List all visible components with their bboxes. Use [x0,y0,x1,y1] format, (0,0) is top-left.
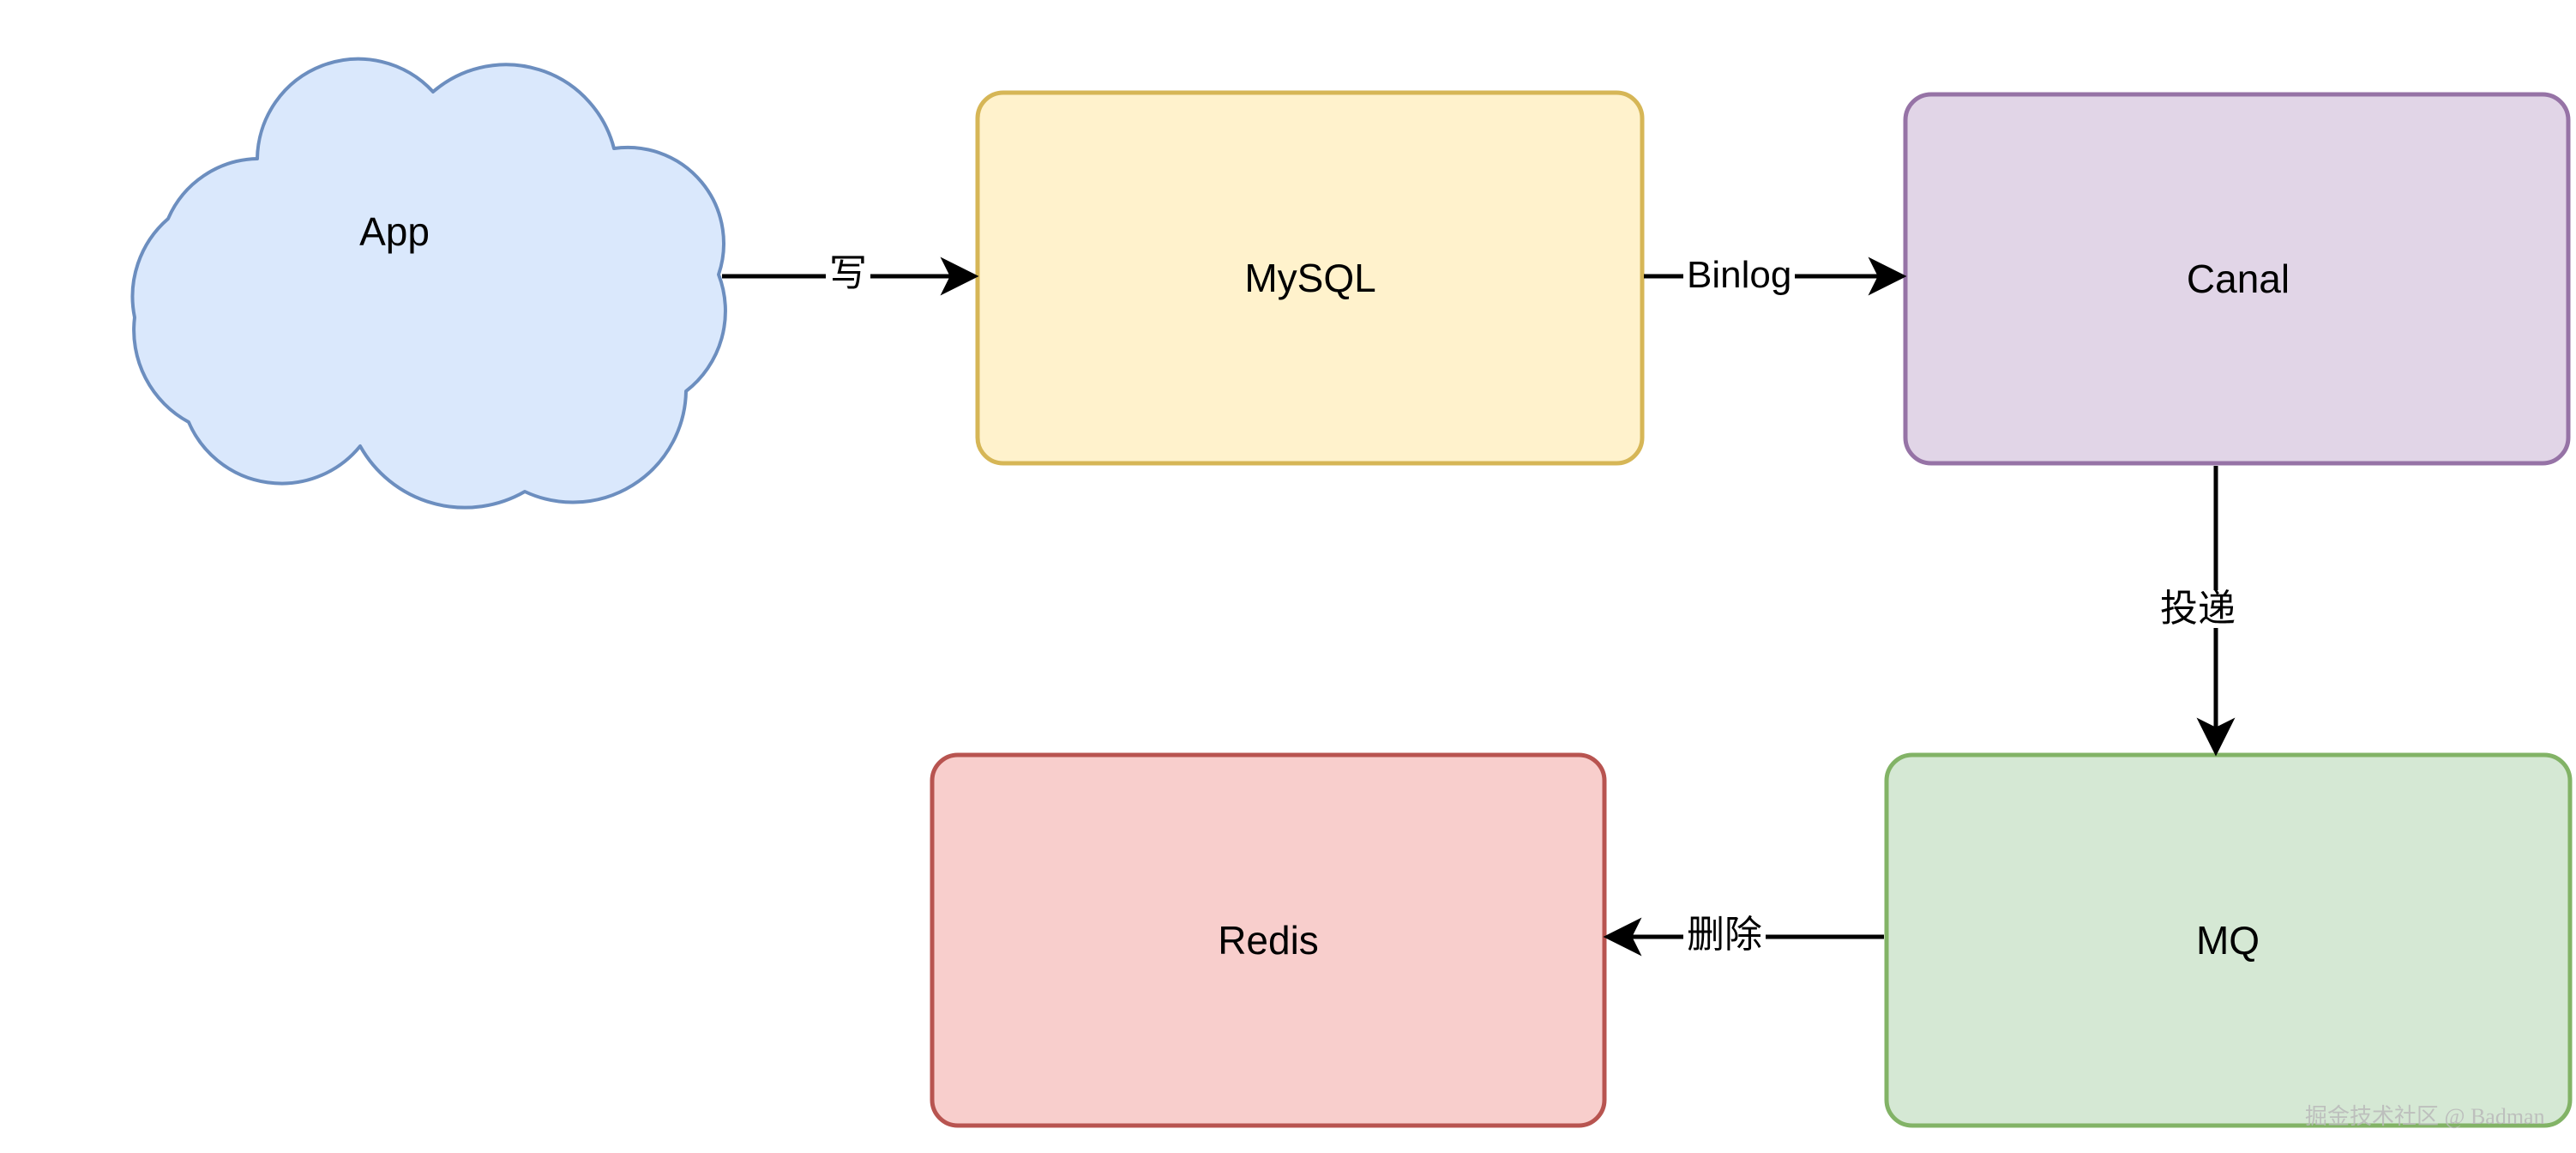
node-mysql-shape[interactable] [975,90,1645,466]
edge-label-deliver: 投递 [2157,590,2239,628]
node-app-shape[interactable] [130,57,727,510]
watermark: 掘金技术社区 @ Badman [2305,1104,2545,1129]
node-redis-shape[interactable] [930,752,1607,1128]
node-mq-shape[interactable] [1884,752,2573,1128]
edge-label-binlog: Binlog [1683,257,1796,294]
edge-label-delete: 删除 [1683,916,1766,954]
edge-label-write: 写 [826,255,870,293]
node-canal-shape[interactable] [1903,92,2571,466]
